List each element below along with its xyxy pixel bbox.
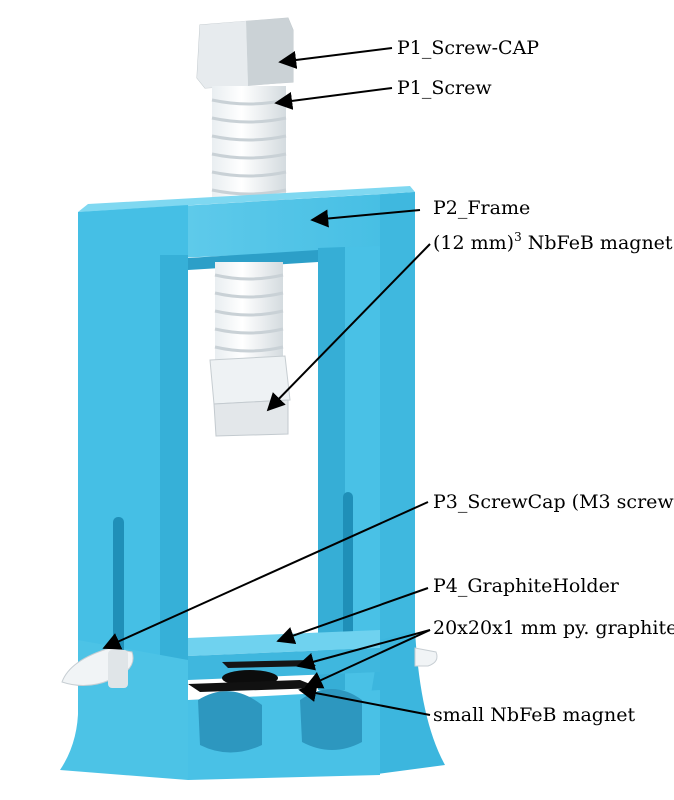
label-frame: P2_Frame: [433, 197, 530, 219]
label-screwcap-m3: P3_ScrewCap (M3 screw): [433, 491, 674, 513]
label-graphite: 20x20x1 mm py. graphite: [433, 617, 674, 639]
label-large-magnet-prefix: (12 mm): [433, 232, 514, 254]
lower-screw: [209, 262, 291, 405]
arrow-graphite-holder: [276, 587, 429, 645]
right-slot: [343, 492, 353, 667]
large-magnet: [213, 399, 289, 437]
graphite-holder: [188, 630, 380, 680]
label-small-magnet: small NbFeB magnet: [433, 704, 635, 726]
left-wing-screwcap: [61, 647, 134, 688]
arrow-graphite-1: [296, 629, 431, 671]
upper-screw-thread: [211, 86, 287, 206]
right-wing-screwcap: [414, 647, 438, 667]
label-large-magnet: (12 mm)3 NbFeB magnet: [433, 230, 673, 254]
arrow-screwcap-m3: [102, 501, 429, 650]
arrow-large-magnet: [266, 243, 431, 412]
frame: [60, 186, 445, 780]
arrow-small-magnet: [298, 684, 431, 716]
arrow-frame: [310, 209, 421, 228]
label-screw: P1_Screw: [397, 77, 492, 99]
label-large-magnet-suffix: NbFeB magnet: [522, 232, 673, 254]
arrow-screw-cap: [278, 47, 393, 69]
graphite-plate: [222, 660, 316, 668]
arrow-graphite-2: [304, 629, 431, 689]
label-graphite-holder: P4_GraphiteHolder: [433, 575, 620, 597]
arrows: [102, 47, 431, 716]
small-magnet: [188, 670, 320, 692]
screw-cap: [196, 17, 294, 89]
label-screw-cap: P1_Screw-CAP: [397, 37, 539, 59]
label-large-magnet-exponent: 3: [514, 230, 522, 244]
arrow-screw: [274, 87, 393, 110]
